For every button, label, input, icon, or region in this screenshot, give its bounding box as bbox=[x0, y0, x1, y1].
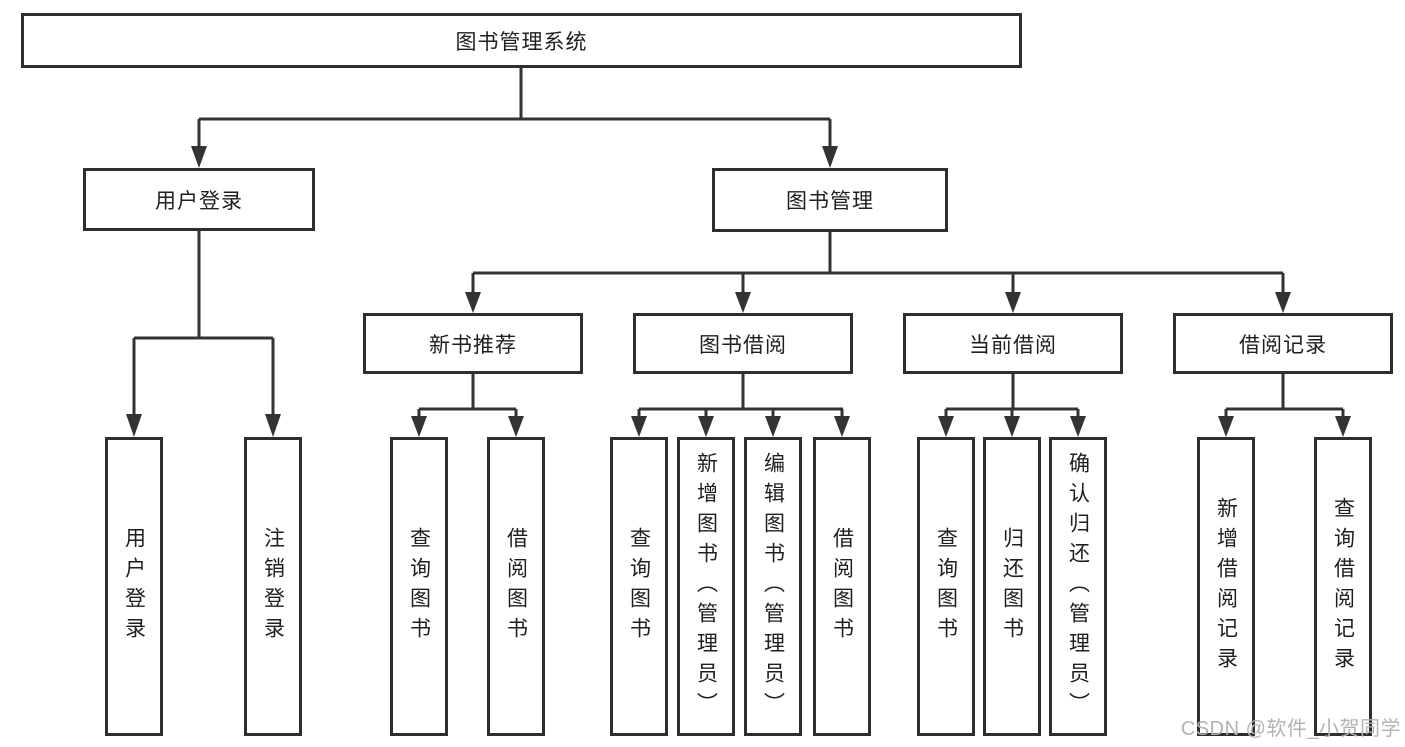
leaf-confirm-return-admin-label: 确认归还（管理员） bbox=[1066, 451, 1090, 722]
connector-bookmgmt-to-level3 bbox=[471, 232, 1285, 293]
leaf-borrow-book-1: 借阅图书 bbox=[487, 437, 545, 736]
leaf-add-borrow-record: 新增借阅记录 bbox=[1197, 437, 1255, 736]
node-root-label: 图书管理系统 bbox=[455, 30, 588, 54]
connector-level3-to-leaves bbox=[417, 374, 1345, 418]
node-user-login: 用户登录 bbox=[83, 168, 315, 231]
node-book-management-label: 图书管理 bbox=[786, 190, 874, 213]
arrowheads-userlogin-leaves bbox=[126, 414, 281, 437]
leaf-borrow-book-1-label: 借阅图书 bbox=[504, 526, 528, 647]
watermark: CSDN @软件_小贺同学 bbox=[1180, 718, 1401, 740]
leaf-query-book-2-label: 查询图书 bbox=[627, 526, 651, 647]
node-borrow-record-label: 借阅记录 bbox=[1239, 333, 1327, 357]
leaf-query-book-1: 查询图书 bbox=[390, 437, 448, 736]
leaf-query-borrow-record-label: 查询借阅记录 bbox=[1331, 496, 1355, 677]
leaf-return-book-label: 归还图书 bbox=[1000, 526, 1024, 647]
node-book-management: 图书管理 bbox=[712, 168, 948, 232]
leaf-logout-label: 注销登录 bbox=[261, 526, 285, 647]
leaf-query-borrow-record: 查询借阅记录 bbox=[1314, 437, 1372, 736]
node-new-book-recommend-label: 新书推荐 bbox=[429, 333, 517, 357]
node-current-borrow-label: 当前借阅 bbox=[969, 333, 1057, 357]
node-new-book-recommend: 新书推荐 bbox=[363, 313, 583, 374]
leaf-edit-book-admin-label: 编辑图书（管理员） bbox=[761, 451, 785, 722]
connector-root-to-level2 bbox=[197, 68, 832, 147]
leaf-borrow-book-2: 借阅图书 bbox=[813, 437, 871, 736]
leaf-add-book-admin: 新增图书（管理员） bbox=[677, 437, 735, 736]
node-book-borrow: 图书借阅 bbox=[633, 313, 853, 374]
leaf-user-login: 用户登录 bbox=[105, 437, 163, 736]
leaf-return-book: 归还图书 bbox=[983, 437, 1041, 736]
leaf-query-book-1-label: 查询图书 bbox=[407, 526, 431, 647]
arrowheads-level3 bbox=[465, 292, 1291, 313]
node-user-login-label: 用户登录 bbox=[155, 189, 243, 213]
node-root: 图书管理系统 bbox=[21, 13, 1022, 68]
leaf-confirm-return-admin: 确认归还（管理员） bbox=[1049, 437, 1107, 736]
leaf-query-book-3: 查询图书 bbox=[917, 437, 975, 736]
leaf-user-login-label: 用户登录 bbox=[122, 526, 146, 647]
arrowheads-leaves bbox=[411, 416, 1351, 437]
leaf-borrow-book-2-label: 借阅图书 bbox=[830, 526, 854, 647]
leaf-logout: 注销登录 bbox=[244, 437, 302, 736]
node-current-borrow: 当前借阅 bbox=[903, 313, 1123, 374]
node-borrow-record: 借阅记录 bbox=[1173, 313, 1393, 374]
leaf-edit-book-admin: 编辑图书（管理员） bbox=[744, 437, 802, 736]
arrowheads-level2 bbox=[191, 146, 838, 168]
connector-userlogin-to-leaves bbox=[132, 230, 275, 415]
leaf-add-book-admin-label: 新增图书（管理员） bbox=[694, 451, 718, 722]
leaf-add-borrow-record-label: 新增借阅记录 bbox=[1214, 496, 1238, 677]
node-book-borrow-label: 图书借阅 bbox=[699, 333, 787, 357]
leaf-query-book-2: 查询图书 bbox=[610, 437, 668, 736]
leaf-query-book-3-label: 查询图书 bbox=[934, 526, 958, 647]
